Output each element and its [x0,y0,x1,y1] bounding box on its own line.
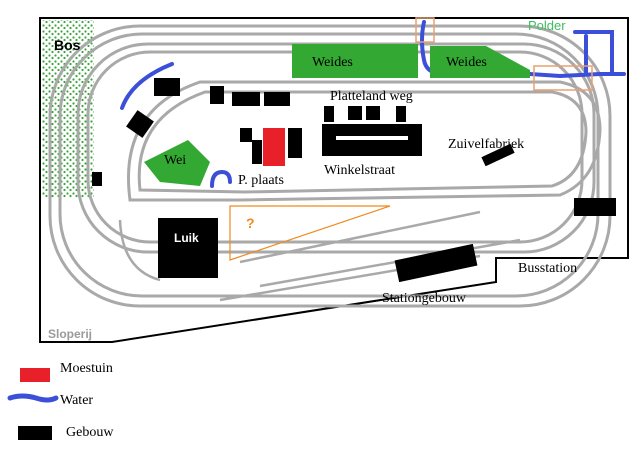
outer-track-2 [58,32,600,298]
building-center-3 [288,128,302,158]
water-right [573,30,614,74]
label-question: ? [246,215,255,231]
winkelstraat-block [322,124,422,152]
label-zuivelfabriek: Zuivelfabriek [448,137,524,152]
label-platteland: Platteland weg [330,89,413,104]
station-track-1 [239,210,481,264]
building-right [574,198,616,216]
legend: Moestuin Water Gebouw [7,361,114,440]
legend-gebouw-swatch [18,426,52,440]
building-row-2 [232,92,260,106]
winkel-shop-1 [322,140,422,156]
label-busstation: Busstation [518,261,577,276]
moestuin-plot [263,128,285,166]
buildings [92,78,616,283]
label-winkelstraat: Winkelstraat [324,163,395,178]
legend-water-label: Water [60,393,93,408]
label-luik: Luik [174,231,199,245]
building-row-4 [324,106,334,122]
legend-moestuin-swatch [20,368,50,382]
water-left-curve [120,62,174,110]
building-row-6 [366,106,380,120]
wei-field [144,140,210,186]
label-stationgebouw: Stationgebouw [382,291,467,306]
label-weides-right: Weides [446,55,487,70]
building-luik [158,218,218,278]
building-row-5 [348,106,362,120]
label-polder: Polder [528,18,566,33]
unknown-zone [229,205,391,261]
water-pplaats [210,169,232,188]
station-track-2 [259,238,521,288]
building-small-left [92,172,102,186]
inner-track-2 [137,90,588,194]
weides-left-field [292,44,418,78]
weides-right-field [430,46,530,78]
building-row-7 [396,106,406,122]
building-left-diag [126,110,154,138]
bridge-right [533,65,593,91]
label-wei: Wei [164,153,186,168]
label-sloperij: Sloperij [48,327,92,341]
label-pplaats: P. plaats [238,173,284,188]
legend-water-swatch [7,393,59,403]
building-center-1 [240,128,252,142]
siding-left [118,219,161,282]
outer-track [48,24,612,308]
building-center-2 [252,140,262,164]
building-zuivel [481,143,515,167]
building-station [394,243,478,283]
building-row-1 [210,86,224,104]
legend-gebouw-label: Gebouw [66,425,114,440]
bridge-top [415,17,435,43]
building-top-left [154,78,180,96]
building-row-3 [264,92,290,106]
legend-moestuin-label: Moestuin [60,361,113,376]
label-bos: Bos [54,37,81,53]
label-weides-left: Weides [312,55,353,70]
